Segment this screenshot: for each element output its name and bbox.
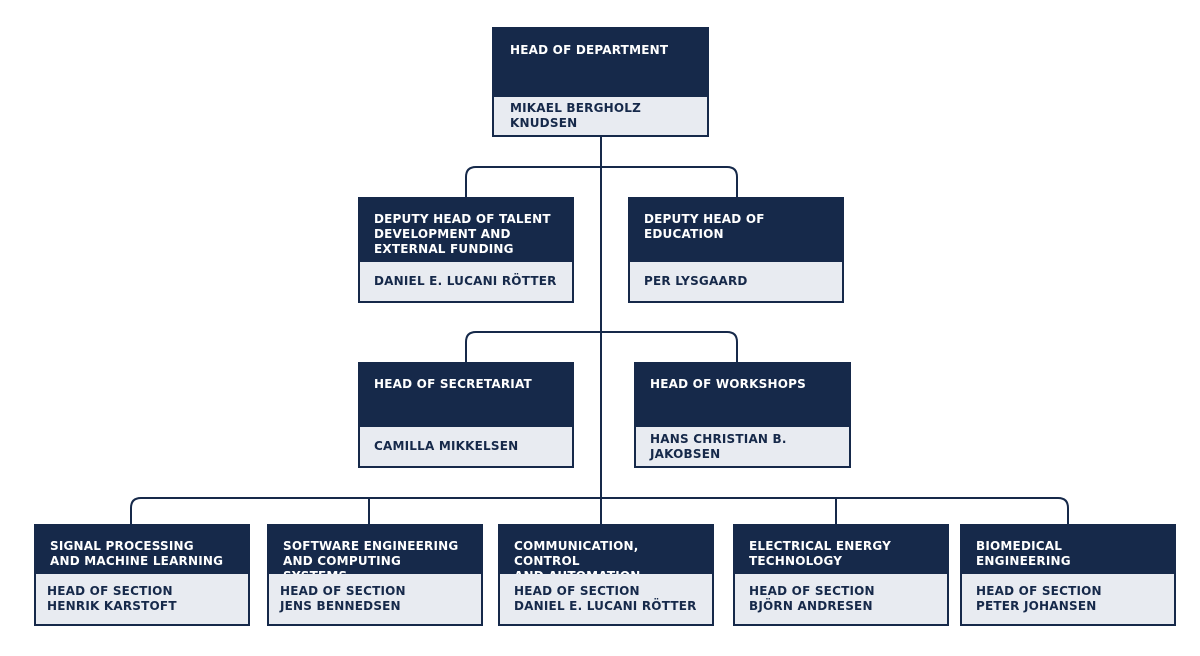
- connector-staff: [465, 331, 738, 362]
- node-deputy-talent: DEPUTY HEAD OF TALENT DEVELOPMENT AND EX…: [358, 197, 574, 303]
- node-title: DEPUTY HEAD OF TALENT DEVELOPMENT AND EX…: [374, 212, 551, 256]
- node-person: HEAD OF SECTION PETER JOHANSEN: [962, 574, 1174, 624]
- node-title: HEAD OF SECRETARIAT: [374, 377, 532, 391]
- connector-deputies: [465, 166, 738, 197]
- node-title: ELECTRICAL ENERGY TECHNOLOGY: [749, 539, 892, 568]
- node-deputy-education: DEPUTY HEAD OF EDUCATION PER LYSGAARD: [628, 197, 844, 303]
- node-title: HEAD OF DEPARTMENT: [510, 43, 669, 57]
- node-head-of-workshops: HEAD OF WORKSHOPS HANS CHRISTIAN B. JAKO…: [634, 362, 851, 468]
- node-person: CAMILLA MIKKELSEN: [360, 427, 572, 466]
- node-title: SIGNAL PROCESSING AND MACHINE LEARNING: [50, 539, 224, 568]
- node-person: HEAD OF SECTION JENS BENNEDSEN: [269, 574, 481, 624]
- node-section-signal-processing: SIGNAL PROCESSING AND MACHINE LEARNING H…: [34, 524, 250, 626]
- node-person: PER LYSGAARD: [630, 262, 842, 301]
- connector-sections: [130, 497, 1069, 524]
- node-title: BIOMEDICAL ENGINEERING: [976, 539, 1071, 568]
- node-section-communication-control: COMMUNICATION, CONTROL AND AUTOMATION HE…: [498, 524, 714, 626]
- node-section-software-engineering: SOFTWARE ENGINEERING AND COMPUTING SYSTE…: [267, 524, 483, 626]
- node-head-of-secretariat: HEAD OF SECRETARIAT CAMILLA MIKKELSEN: [358, 362, 574, 468]
- node-person: HEAD OF SECTION DANIEL E. LUCANI RÖTTER: [500, 574, 712, 624]
- node-person: DANIEL E. LUCANI RÖTTER: [360, 262, 572, 301]
- node-person: HEAD OF SECTION BJÖRN ANDRESEN: [735, 574, 947, 624]
- node-person: HEAD OF SECTION HENRIK KARSTOFT: [36, 574, 248, 624]
- node-head-of-department: HEAD OF DEPARTMENT MIKAEL BERGHOLZ KNUDS…: [492, 27, 709, 137]
- node-person: MIKAEL BERGHOLZ KNUDSEN: [494, 97, 707, 135]
- node-section-electrical-energy: ELECTRICAL ENERGY TECHNOLOGY HEAD OF SEC…: [733, 524, 949, 626]
- node-person: HANS CHRISTIAN B. JAKOBSEN: [636, 427, 849, 466]
- node-title: DEPUTY HEAD OF EDUCATION: [644, 212, 765, 241]
- node-section-biomedical-engineering: BIOMEDICAL ENGINEERING HEAD OF SECTION P…: [960, 524, 1176, 626]
- node-title: HEAD OF WORKSHOPS: [650, 377, 806, 391]
